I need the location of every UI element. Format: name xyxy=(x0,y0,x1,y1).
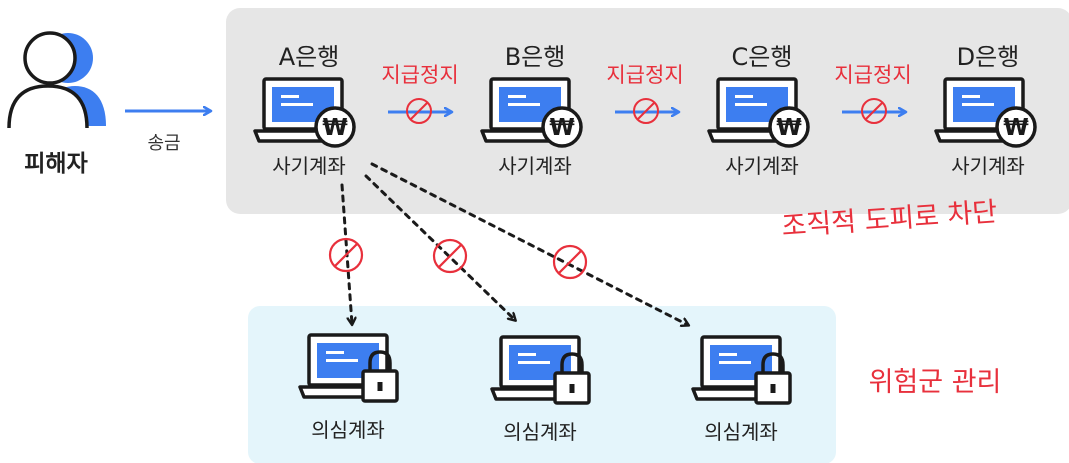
bank-name: C은행 xyxy=(732,43,793,71)
suspicious-account-2: 의심계좌 xyxy=(490,335,591,444)
suspicious-account-3: 의심계좌 xyxy=(691,335,792,444)
victim-label: 피해자 xyxy=(24,151,87,177)
bank-name: A은행 xyxy=(279,43,340,71)
laptop-lock-icon xyxy=(691,335,792,405)
dotted-arrow xyxy=(364,174,515,320)
fraud-account-label: 사기계좌 xyxy=(951,154,1025,178)
laptop-won-icon xyxy=(480,77,583,148)
laptop-won-icon xyxy=(707,77,810,148)
payment-stop-b-c: 지급정지 xyxy=(606,63,684,124)
laptop-won-icon xyxy=(934,77,1037,148)
bank-b-node: B은행 사기계좌 xyxy=(480,43,583,178)
suspicious-account-label: 의심계좌 xyxy=(311,418,385,442)
laptop-lock-icon xyxy=(298,333,399,403)
bank-name: B은행 xyxy=(505,43,566,71)
transfer-label: 송금 xyxy=(147,133,180,154)
bank-a-node: A은행 사기계좌 xyxy=(253,43,356,178)
suspicious-account-label: 의심계좌 xyxy=(503,420,577,444)
victim-person-icon xyxy=(7,31,106,129)
payment-stop-label: 지급정지 xyxy=(606,63,683,87)
payment-stop-label: 지급정지 xyxy=(834,63,911,87)
fraud-account-label: 사기계좌 xyxy=(725,154,799,178)
risk-group-note: 위험군 관리 xyxy=(869,367,1002,398)
fraud-account-label: 사기계좌 xyxy=(272,154,346,178)
suspicious-account-1: 의심계좌 xyxy=(298,333,399,442)
prohibited-icon xyxy=(432,238,468,274)
laptop-lock-icon xyxy=(490,335,591,405)
payment-stop-c-d: 지급정지 xyxy=(834,63,912,124)
bank-c-node: C은행 사기계좌 xyxy=(707,43,810,178)
laptop-won-icon xyxy=(253,77,356,148)
suspicious-account-label: 의심계좌 xyxy=(704,420,778,444)
payment-stop-a-b: 지급정지 xyxy=(381,63,459,124)
fraud-account-label: 사기계좌 xyxy=(498,154,572,178)
dotted-arrow xyxy=(370,162,688,325)
prohibited-icon xyxy=(552,244,588,280)
bank-name: D은행 xyxy=(957,43,1020,71)
bank-d-node: D은행 사기계좌 xyxy=(934,43,1037,178)
payment-stop-label: 지급정지 xyxy=(381,63,458,87)
